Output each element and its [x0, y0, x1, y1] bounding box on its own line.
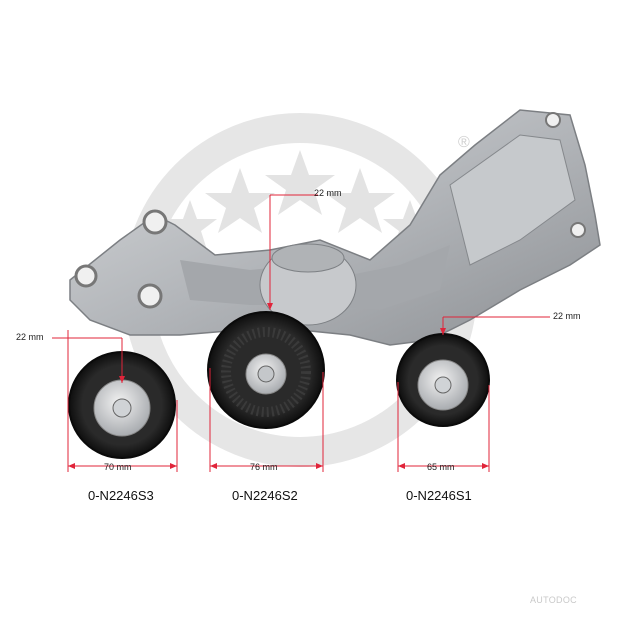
s1-width-label: 65 mm — [427, 462, 455, 472]
s3-width-label: 70 mm — [104, 462, 132, 472]
part-code-s2: 0-N2246S2 — [232, 488, 298, 503]
s2-height-label: 22 mm — [314, 188, 342, 198]
pulley-s3 — [68, 351, 176, 459]
part-code-s3: 0-N2246S3 — [88, 488, 154, 503]
registered-mark: ® — [458, 134, 470, 151]
dimension-lines — [52, 194, 550, 472]
pulley-s1 — [396, 333, 490, 427]
s3-height-label: 22 mm — [16, 332, 44, 342]
autodoc-watermark: AUTODOC — [530, 595, 577, 605]
pulley-s2 — [207, 311, 325, 429]
s2-width-label: 76 mm — [250, 462, 278, 472]
s1-height-label: 22 mm — [553, 311, 581, 321]
part-code-s1: 0-N2246S1 — [406, 488, 472, 503]
tensioner-bracket — [69, 109, 601, 346]
